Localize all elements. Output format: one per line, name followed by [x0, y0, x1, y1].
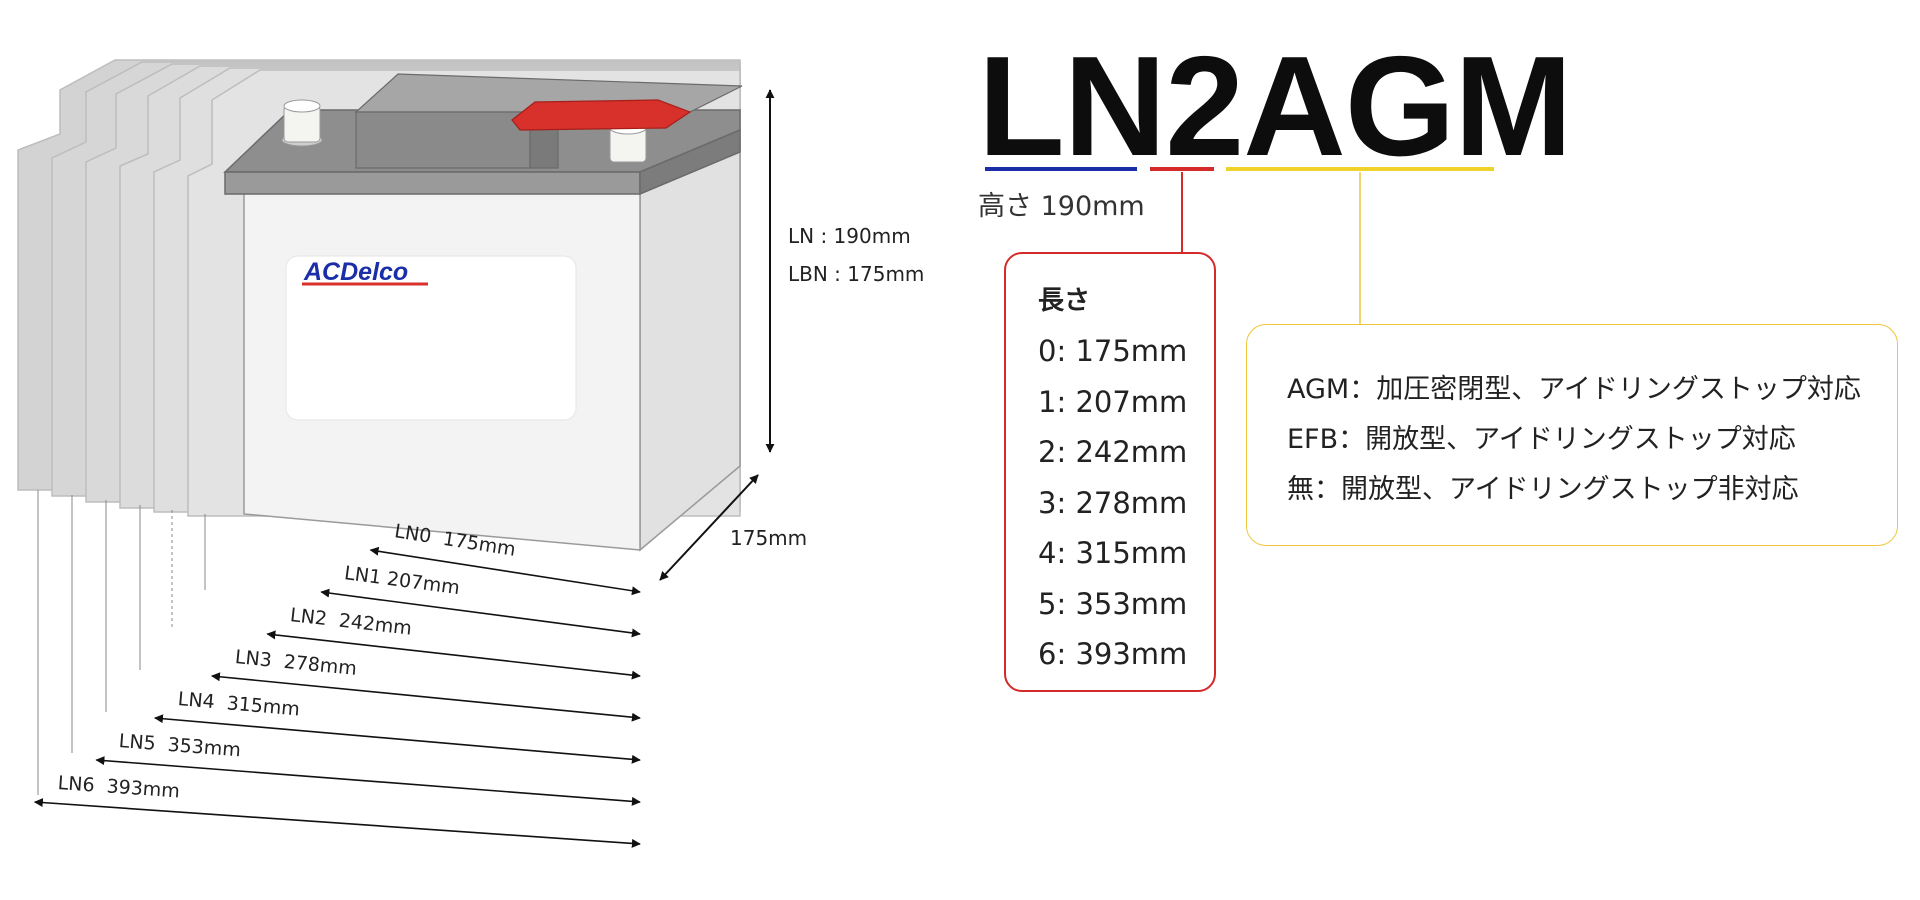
terminal-left-top: [283, 99, 321, 113]
length-item: 1: 207mm: [1038, 384, 1188, 419]
length-item: 2: 242mm: [1038, 435, 1188, 469]
battery-lid-front: [224, 171, 641, 195]
length-arrow-ln2: [266, 630, 641, 680]
length-arrow-ln5: [95, 756, 641, 806]
type-box: AGM：加圧密閉型、アイドリングストップ対応 EFB：開放型、アイドリングストッ…: [1246, 324, 1898, 546]
type-item-efb: EFB：開放型、アイドリングストップ対応: [1287, 424, 1796, 455]
type-list: AGM：加圧密閉型、アイドリングストップ対応 EFB：開放型、アイドリングストッ…: [1287, 365, 1861, 515]
length-arrow-ln0: [369, 546, 641, 596]
type-item-none: 無：開放型、アイドリングストップ非対応: [1287, 474, 1799, 505]
height-label: 高さ 190mm: [978, 191, 1145, 222]
type-item-agm: AGM：加圧密閉型、アイドリングストップ対応: [1287, 374, 1861, 405]
battery: ACDelco: [223, 73, 743, 552]
acdelco-logo: ACDelco: [303, 258, 408, 286]
battery-label-panel: [285, 255, 577, 421]
depth-arrow: [659, 474, 759, 581]
height-ln-label: LN : 190mm: [788, 224, 911, 248]
model-code: LN2AGM: [978, 27, 1573, 186]
terminal-red-cap: [511, 99, 692, 131]
guide-lines: [37, 490, 206, 795]
length-arrows: [33, 546, 641, 848]
battery-lid-side: [639, 128, 741, 196]
length-arrow-ln4: [154, 714, 641, 764]
length-item: 4: 315mm: [1038, 536, 1188, 570]
length-item: 0: 175mm: [1038, 334, 1188, 368]
length-item: 3: 278mm: [1038, 485, 1188, 520]
length-list: 0: 175mm 1: 207mm 2: 242mm 3: 278mm 4: 3…: [1038, 326, 1187, 680]
length-box: 長さ 0: 175mm 1: 207mm 2: 242mm 3: 278mm 4…: [1004, 252, 1216, 692]
depth-label: 175mm: [730, 526, 808, 550]
length-arrow-ln6: [33, 798, 641, 848]
length-arrow-ln1: [320, 588, 641, 638]
length-arrow-ln3: [210, 672, 641, 722]
length-item: 5: 353mm: [1038, 586, 1188, 621]
height-lbn-label: LBN : 175mm: [788, 262, 925, 286]
length-box-title: 長さ: [1038, 286, 1091, 316]
length-item: 6: 393mm: [1038, 637, 1188, 671]
lid-raised-block-front: [355, 111, 531, 169]
